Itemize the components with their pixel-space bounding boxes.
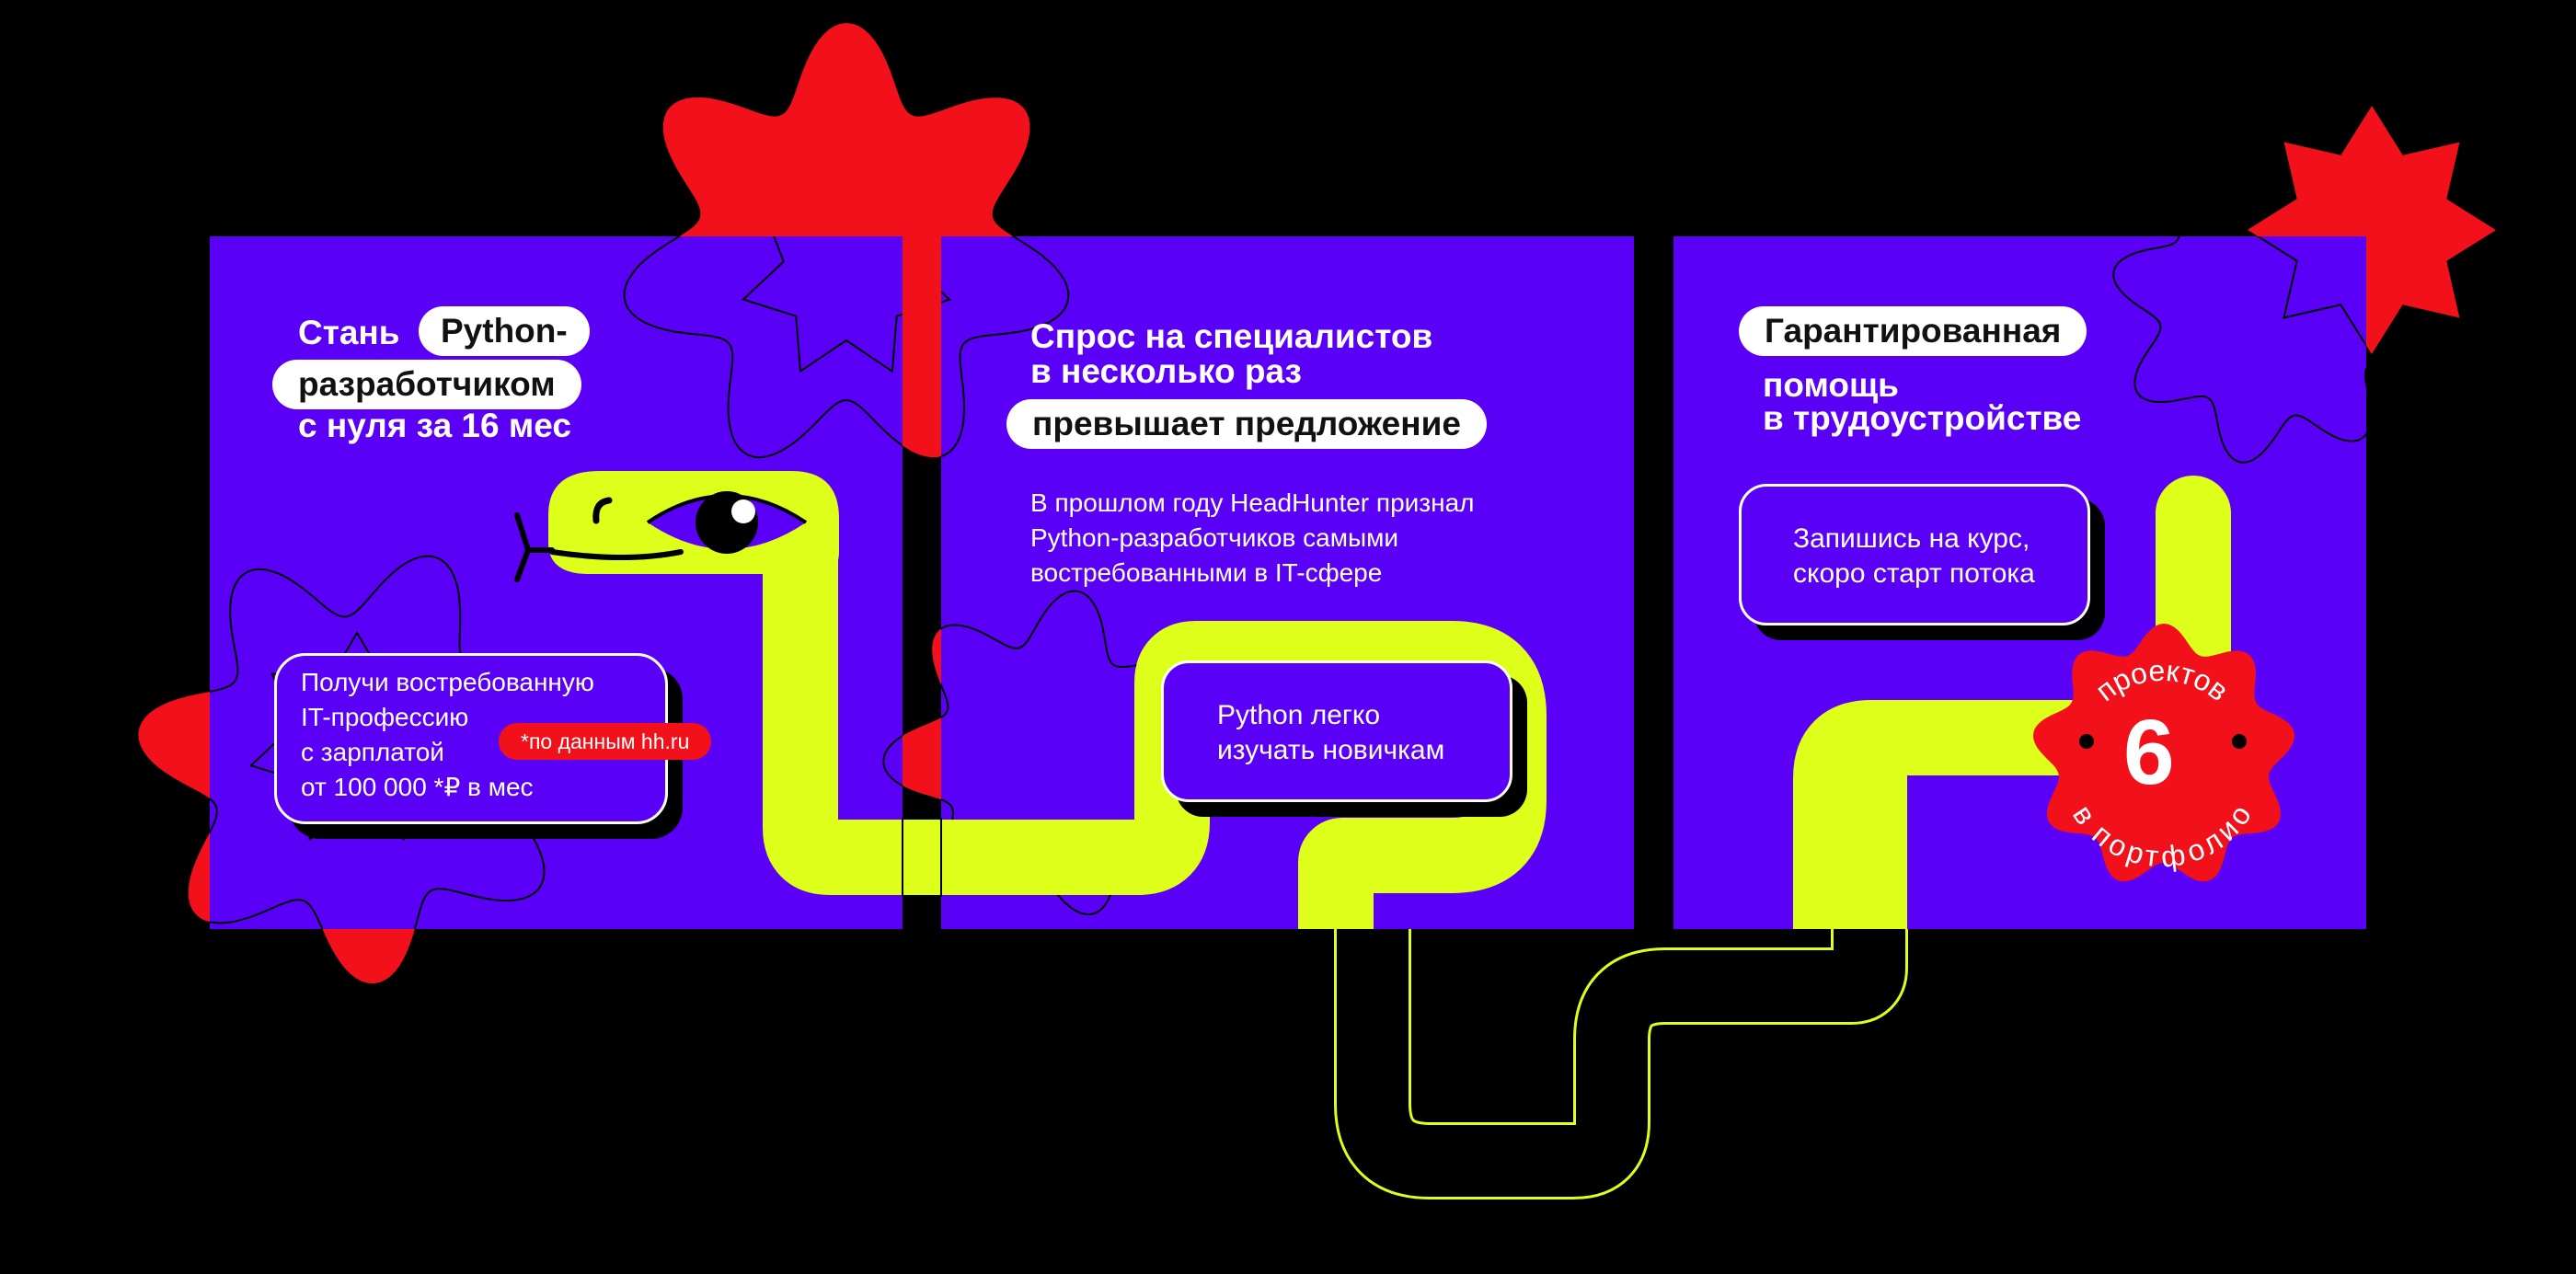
panel2-paragraph-line: востребованными в IT-сфере (1030, 558, 1383, 587)
panel3-card-line: Запишись на курс, (1793, 523, 2030, 554)
panel1-card-line: Получи востребованную (301, 668, 594, 696)
panel2-title-pill: превышает предложение (1006, 399, 1487, 449)
panel1-info-card: Получи востребованную IT-профессию с зар… (274, 653, 668, 824)
svg-text:проектов: проектов (2089, 654, 2235, 707)
svg-text:в портфолио: в портфолио (2066, 799, 2258, 874)
panel2-card-line: изучать новичкам (1217, 735, 1445, 765)
panel3-title-line3: в трудоустройстве (1763, 399, 2082, 437)
hh-source-badge: *по данным hh.ru (499, 723, 712, 760)
seal-word-top: проектов (2089, 654, 2235, 707)
panel2-paragraph-line: Python-разработчиков самыми (1030, 523, 1398, 552)
panel1-title-line1: Стань (298, 314, 400, 351)
panel2-title-line1: Спрос на специалистов (1030, 317, 1433, 355)
panel3-title-line2: помощь (1763, 366, 1899, 404)
panel2-paragraph-line: В прошлом году HeadHunter признал (1030, 488, 1475, 517)
panel2-info-card: Python легко изучать новичкам (1161, 660, 1512, 802)
panel1-card-line: от 100 000 *₽ в мес (301, 773, 534, 801)
flower-outline-shape (2112, 236, 2366, 464)
panel3-card-line: скоро старт потока (1793, 558, 2035, 589)
panel1-title-pill2: разработчиком (272, 360, 581, 409)
panel1-title-line3: с нуля за 16 мес (298, 407, 571, 444)
panel3-title-pill: Гарантированная (1739, 306, 2087, 356)
seal-dot (2079, 734, 2094, 749)
panel1-card-line: IT-профессию (301, 703, 469, 731)
seal-body (2033, 624, 2295, 882)
seal-word-bottom: в портфолио (2066, 799, 2258, 874)
seal-number: 6 (2123, 701, 2175, 804)
flower-burst-shape-outline (623, 236, 1070, 459)
seal-dot (2232, 734, 2247, 749)
panel3-cta-card[interactable]: Запишись на курс, скоро старт потока (1739, 484, 2090, 626)
panel2-title-line2: в несколько раз (1030, 352, 1302, 390)
seal-badge-icon (2033, 624, 2295, 882)
panel1-title-pill1: Python- (419, 306, 590, 356)
panel1-card-line: с зарплатой (301, 738, 444, 766)
panel2-card-line: Python легко (1217, 700, 1381, 730)
star-outline-shape (741, 236, 952, 373)
seal-curved-text: проектов в портфолио (2066, 654, 2258, 874)
